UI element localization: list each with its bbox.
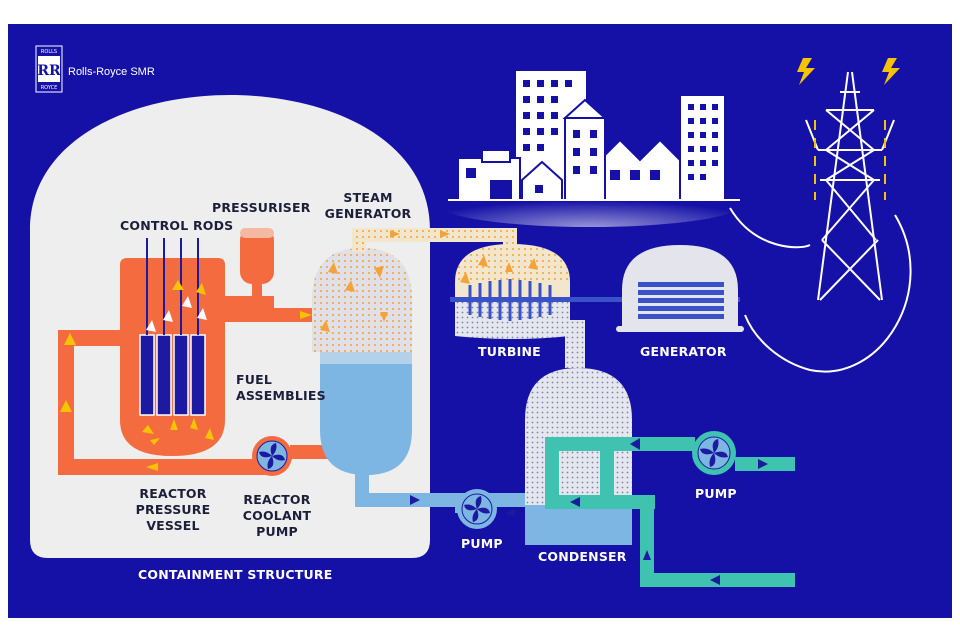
rcp-label-line2: COOLANT: [242, 508, 312, 523]
rpv-label-line3: VESSEL: [146, 518, 200, 533]
generator-label: GENERATOR: [640, 344, 727, 359]
rolls-royce-logo-icon: ROLLS RR ROYCE: [35, 45, 63, 93]
grid-arc-left: [729, 207, 811, 249]
reactor-pressure-vessel-label: REACTOR PRESSURE VESSEL: [128, 486, 218, 534]
rpv-label-line2: PRESSURE: [135, 502, 211, 517]
condenser: [525, 368, 632, 545]
turbine-label: TURBINE: [478, 344, 541, 359]
feed-pump-icon: [457, 489, 497, 529]
logo-monogram: RR: [37, 63, 61, 79]
steam-generator-label: STEAM GENERATOR: [318, 190, 418, 222]
control-rod-arrows: [146, 296, 207, 332]
fuel-assemblies-label-line1: FUEL: [236, 372, 272, 387]
steam-flow-arrows: [320, 230, 450, 332]
steam-generator-label-line1: STEAM: [343, 190, 393, 205]
fuel-assemblies-label: FUEL ASSEMBLIES: [236, 372, 326, 404]
feedwater-arrows: [410, 495, 515, 517]
logo-badge-top: ROLLS: [41, 49, 57, 55]
city-skyline-icon: [440, 69, 740, 227]
pressuriser-vessel: [240, 228, 274, 284]
transmission-tower-icon: [805, 71, 895, 301]
feed-pump-label: PUMP: [461, 536, 503, 551]
exhaust-duct: [555, 320, 585, 368]
cooling-water-loop: [545, 437, 795, 587]
containment-structure-label: CONTAINMENT STRUCTURE: [138, 567, 333, 582]
rcp-label-line1: REACTOR: [243, 492, 311, 507]
pressuriser-top: [240, 228, 274, 238]
pressuriser-label: PRESSURISER: [212, 200, 311, 215]
generator: [616, 245, 744, 332]
cooling-pump-label: PUMP: [695, 486, 737, 501]
turbine-steam-arrows: [460, 255, 538, 284]
cooling-water-arrows: [570, 438, 768, 585]
steam-generator: [312, 248, 412, 475]
reactor-coolant-pump-label: REACTOR COOLANT PUMP: [232, 492, 322, 540]
fuel-assemblies-label-line2: ASSEMBLIES: [236, 388, 326, 403]
steam-generator-label-line2: GENERATOR: [324, 206, 412, 221]
tower-dashed-lines: [814, 120, 886, 200]
reactor-coolant-pump-icon: [252, 436, 292, 476]
condenser-label: CONDENSER: [538, 549, 627, 564]
cooling-pump-icon: [692, 431, 736, 475]
brand-name: Rolls-Royce SMR: [68, 66, 155, 78]
control-rods-label: CONTROL RODS: [120, 218, 234, 233]
logo-badge-bottom: ROYCE: [41, 85, 58, 91]
electric-spark-icon: [797, 58, 900, 85]
rcp-label-line3: PUMP: [256, 524, 298, 539]
rpv-label-line1: REACTOR: [139, 486, 207, 501]
grid-arc-right: [744, 214, 912, 373]
